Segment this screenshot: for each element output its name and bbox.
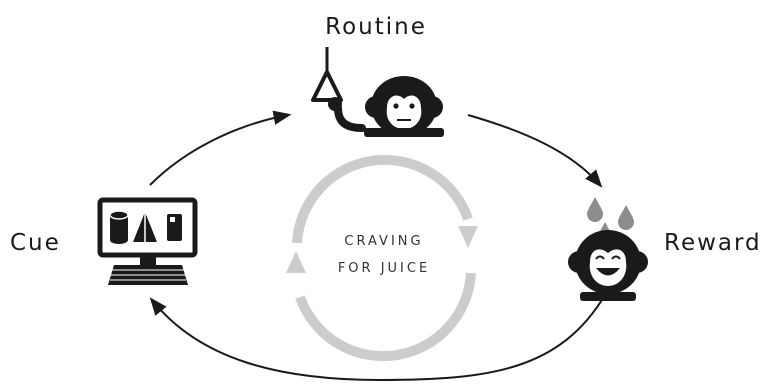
- monkey-pulling-lever-icon: [311, 47, 444, 137]
- craving-cycle: CRAVING FOR JUICE: [286, 154, 478, 362]
- craving-arc-top: [292, 154, 473, 244]
- cue-label: Cue: [10, 230, 61, 256]
- craving-label-line1: CRAVING: [344, 234, 423, 249]
- arrow-routine-to-reward: [467, 114, 603, 188]
- arrow-cue-to-routine: [149, 110, 292, 186]
- craving-label-line2: FOR JUICE: [338, 261, 430, 276]
- craving-arrowhead-left: [286, 251, 306, 273]
- routine-label: Routine: [325, 14, 427, 40]
- arrow-reward-to-cue: [149, 294, 606, 382]
- computer-with-shapes-icon: [97, 197, 198, 285]
- reward-label: Reward: [664, 230, 762, 256]
- happy-monkey-with-juice-drops-icon: [568, 197, 648, 301]
- craving-arrowhead-right: [458, 226, 478, 248]
- craving-arc-bottom: [295, 272, 476, 362]
